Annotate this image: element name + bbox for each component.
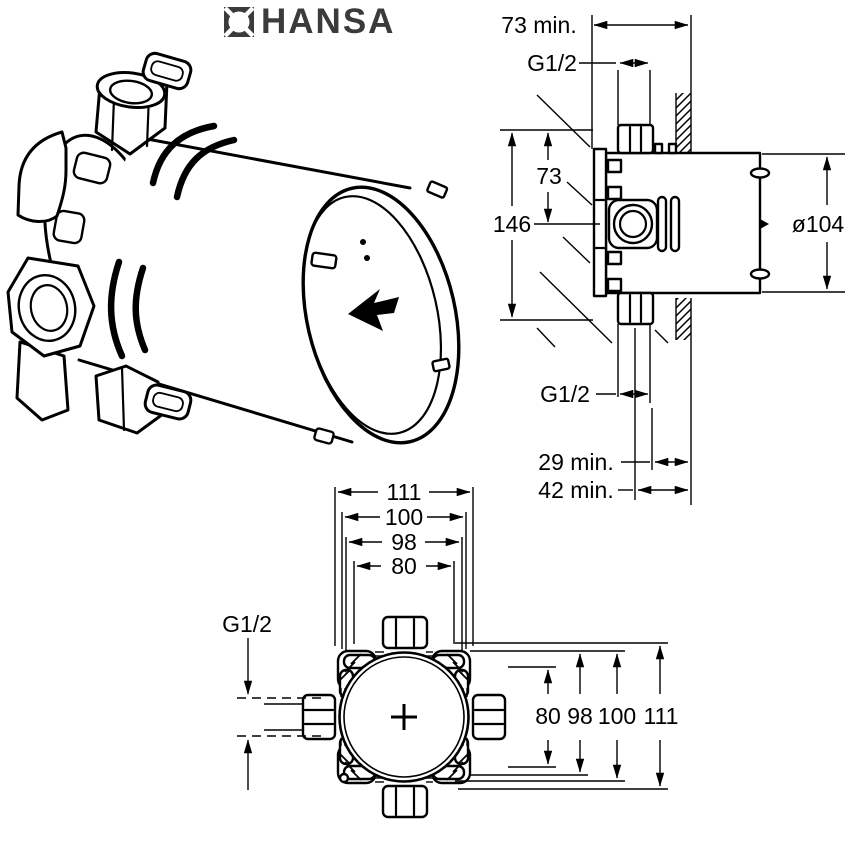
svg-text:G1/2: G1/2 (527, 50, 577, 76)
svg-text:42 min.: 42 min. (538, 477, 613, 503)
svg-text:146: 146 (493, 211, 531, 237)
flange-slot (72, 151, 112, 185)
svg-text:G1/2: G1/2 (222, 611, 272, 637)
dimension-g12-bottom: G1/2 (540, 381, 649, 407)
fastener (749, 268, 771, 280)
flange-tab (606, 158, 623, 174)
side-port-nut (6, 256, 96, 358)
dimension-right-111: 111 (455, 642, 679, 790)
clip (667, 142, 678, 155)
hansa-flower-icon (224, 6, 254, 37)
rim-tab (431, 357, 451, 373)
shell-slot (107, 258, 126, 360)
body-slot (656, 195, 668, 253)
svg-text:100: 100 (598, 703, 636, 729)
right-nut (471, 693, 507, 741)
bottom-connection-nut (616, 291, 655, 326)
rim-tab (310, 251, 338, 270)
dimension-right-80: 80 (508, 666, 561, 768)
dimension-29min: 29 min. (538, 449, 689, 475)
shell-slot (149, 122, 218, 187)
body-slot (669, 195, 681, 253)
brand-logo: HANSA (224, 4, 395, 39)
svg-text:29 min.: 29 min. (538, 449, 613, 475)
knurl-marks (339, 653, 469, 781)
flange-tab (606, 185, 623, 201)
perspective-view (6, 51, 461, 445)
dimension-top-100: 100 (341, 504, 467, 649)
flange-tab (606, 250, 623, 266)
top-connection-nut (616, 123, 655, 155)
wall-hatch-top (676, 93, 691, 152)
flow-direction-arrow-icon (348, 289, 399, 331)
side-view: 73 min. G1/2 73 146 (493, 12, 845, 505)
corner-tab (143, 383, 193, 421)
top-nut (381, 615, 429, 650)
dimension-top-98: 98 (345, 529, 463, 650)
dimension-top-111: 111 (334, 479, 474, 646)
dimension-73min: 73 min. (501, 12, 689, 149)
svg-text:ø104: ø104 (792, 211, 845, 237)
svg-text:80: 80 (535, 703, 561, 729)
svg-text:80: 80 (391, 553, 417, 579)
wall-hatch-bottom (676, 298, 691, 340)
dimension-146: 146 (493, 132, 600, 321)
svg-text:100: 100 (385, 504, 423, 530)
fastener (749, 167, 771, 179)
clip (653, 142, 664, 155)
svg-text:73 min.: 73 min. (501, 12, 576, 38)
brand-name: HANSA (261, 2, 396, 41)
svg-text:G1/2: G1/2 (540, 381, 590, 407)
pointer-mark (760, 219, 769, 229)
svg-text:98: 98 (391, 529, 417, 555)
mounting-flange (592, 147, 608, 298)
left-nut (301, 693, 337, 741)
front-view: 111 100 98 80 (222, 479, 679, 819)
dimension-73: 73 (500, 129, 593, 223)
face-dot (364, 255, 370, 261)
flange-slot (52, 209, 86, 245)
dimension-right-98: 98 (470, 650, 625, 776)
dimension-right-100: 100 (455, 653, 636, 782)
face-dot (360, 239, 366, 245)
dimension-d104: ø104 (762, 153, 845, 293)
svg-text:73: 73 (536, 163, 562, 189)
plus-crosshair-icon (391, 704, 417, 730)
rim-tab (313, 427, 335, 445)
front-rim-inner (301, 195, 443, 435)
dimension-top-80: 80 (353, 553, 455, 644)
corner-tab (141, 51, 193, 91)
svg-text:111: 111 (644, 703, 679, 729)
shell-slot (173, 136, 238, 201)
dimension-g12-top: G1/2 (527, 50, 651, 125)
flange-tab (606, 277, 623, 293)
bottom-nut (381, 784, 429, 819)
svg-text:98: 98 (567, 703, 593, 729)
dimension-42min: 42 min. (538, 477, 689, 503)
dimension-g12-left: G1/2 (222, 611, 326, 790)
svg-text:111: 111 (387, 479, 422, 505)
shell-slot (132, 264, 149, 354)
rim-tab (426, 180, 449, 199)
